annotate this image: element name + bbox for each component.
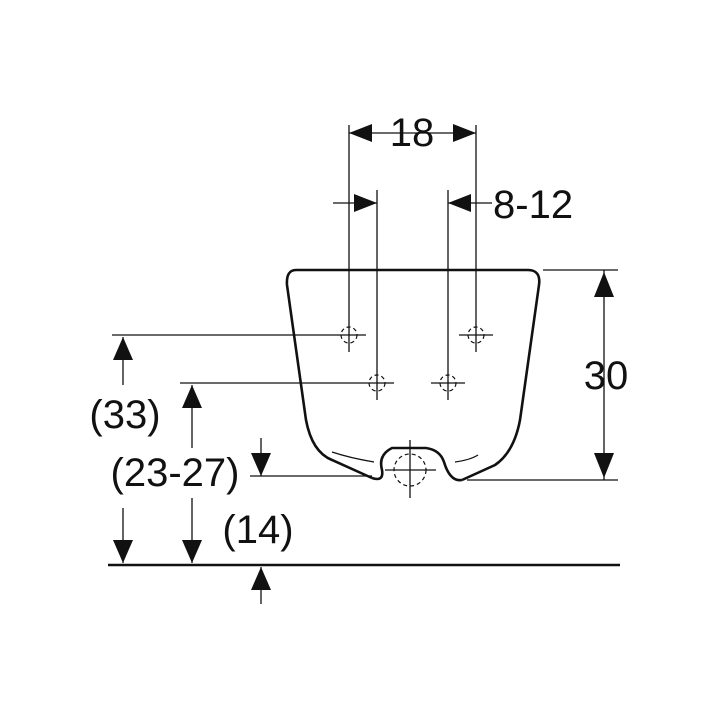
dimension-23-27-label: (23-27): [111, 451, 240, 495]
lower-right-fixing-hole: [431, 366, 465, 400]
dimension-33: (33): [89, 334, 332, 563]
dimension-14-label: (14): [222, 508, 293, 552]
dimension-8-12: 8-12: [333, 183, 573, 227]
upper-right-fixing-hole: [459, 318, 493, 352]
dimension-18-label: 18: [390, 111, 435, 155]
dimension-30-label: 30: [584, 354, 629, 398]
hole-extension-lines: [348, 125, 477, 366]
bowl-inner-line: [331, 451, 375, 463]
bowl-outlet-notch: [371, 446, 463, 482]
bowl-outer-outline: [285, 268, 541, 482]
dimension-18: 18: [349, 111, 476, 155]
lower-left-fixing-hole: [360, 366, 394, 400]
bowl-inner-line-right: [454, 454, 479, 463]
dimension-23-27: (23-27): [111, 382, 360, 563]
dimension-30: 30: [467, 269, 629, 481]
outlet-crosshair: [385, 440, 436, 498]
dimension-33-label: (33): [89, 393, 160, 437]
dimension-14: (14): [222, 438, 372, 604]
upper-left-fixing-hole: [332, 318, 366, 352]
dimension-8-12-label: 8-12: [493, 183, 573, 227]
bidet-body: [285, 268, 541, 482]
